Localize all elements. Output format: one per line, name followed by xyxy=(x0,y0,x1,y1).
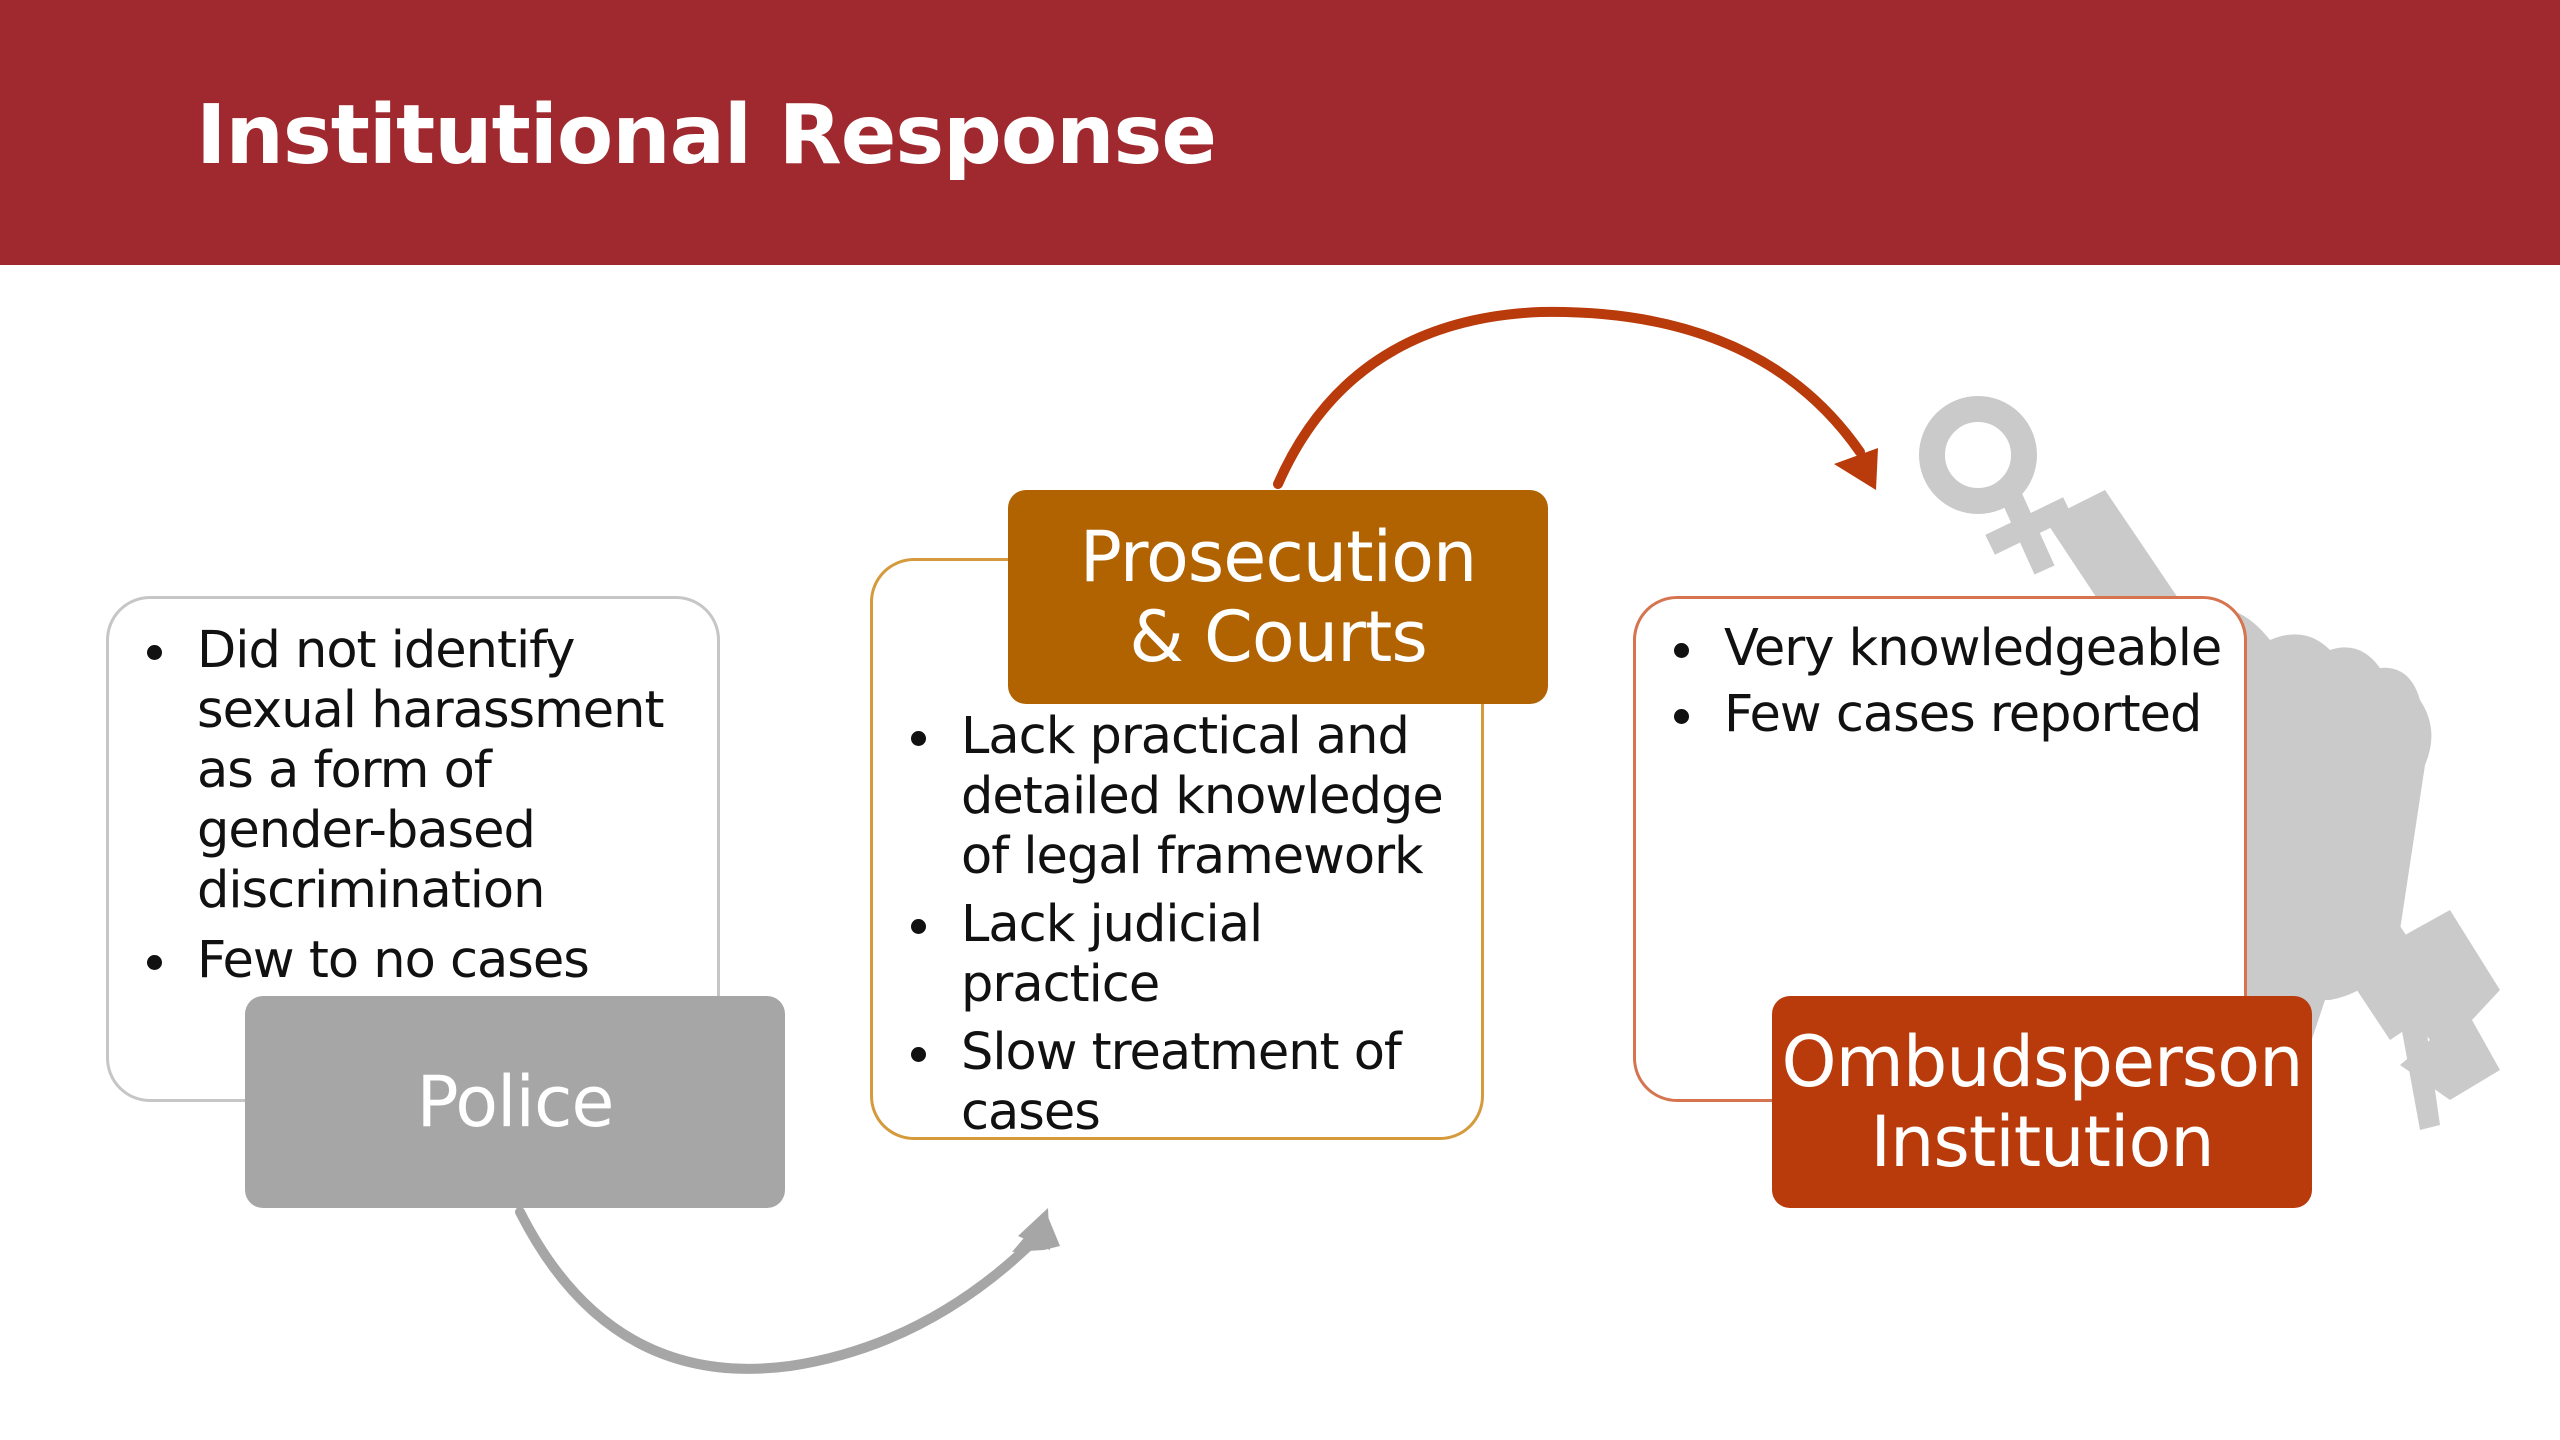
arrowhead-grey-tip xyxy=(1018,1208,1050,1250)
police-bullet-list: Did not identify sexual harassment as a … xyxy=(131,621,693,991)
slide-title: Institutional Response xyxy=(196,88,1217,183)
ombudsperson-label-line-2: Institution xyxy=(1870,1101,2214,1183)
police-bullet-1: Did not identify sexual harassment as a … xyxy=(131,621,693,921)
police-bullet-2: Few to no cases xyxy=(131,931,693,991)
prosecution-bullet-1: Lack practical and detailed knowledge of… xyxy=(895,707,1465,887)
ombudsperson-label-line-1: Ombudsperson xyxy=(1781,1021,2304,1103)
ombudsperson-bullet-list: Very knowledgeable Few cases reported xyxy=(1658,619,2224,745)
police-label-text: Police xyxy=(416,1061,615,1143)
flow-arrow-prosecution-to-ombudsperson xyxy=(1273,306,1865,489)
ombudsperson-bullet-2: Few cases reported xyxy=(1658,685,2224,745)
prosecution-label-line-2: & Courts xyxy=(1129,596,1428,678)
ombudsperson-label: Ombudsperson Institution xyxy=(1772,996,2312,1208)
title-bar: Institutional Response xyxy=(0,0,2560,265)
prosecution-bullet-3: Slow treatment of cases xyxy=(895,1023,1465,1143)
prosecution-label-line-1: Prosecution xyxy=(1079,516,1478,598)
prosecution-label: Prosecution & Courts xyxy=(1008,490,1548,704)
arrowhead-red xyxy=(1834,448,1878,490)
police-label: Police xyxy=(245,996,785,1208)
ombudsperson-bullet-1: Very knowledgeable xyxy=(1658,619,2224,679)
flow-arrow-police-to-prosecution xyxy=(515,1207,1045,1374)
prosecution-bullet-list: Lack practical and detailed knowledge of… xyxy=(895,707,1465,1143)
prosecution-bullet-2: Lack judicial practice xyxy=(895,895,1465,1015)
